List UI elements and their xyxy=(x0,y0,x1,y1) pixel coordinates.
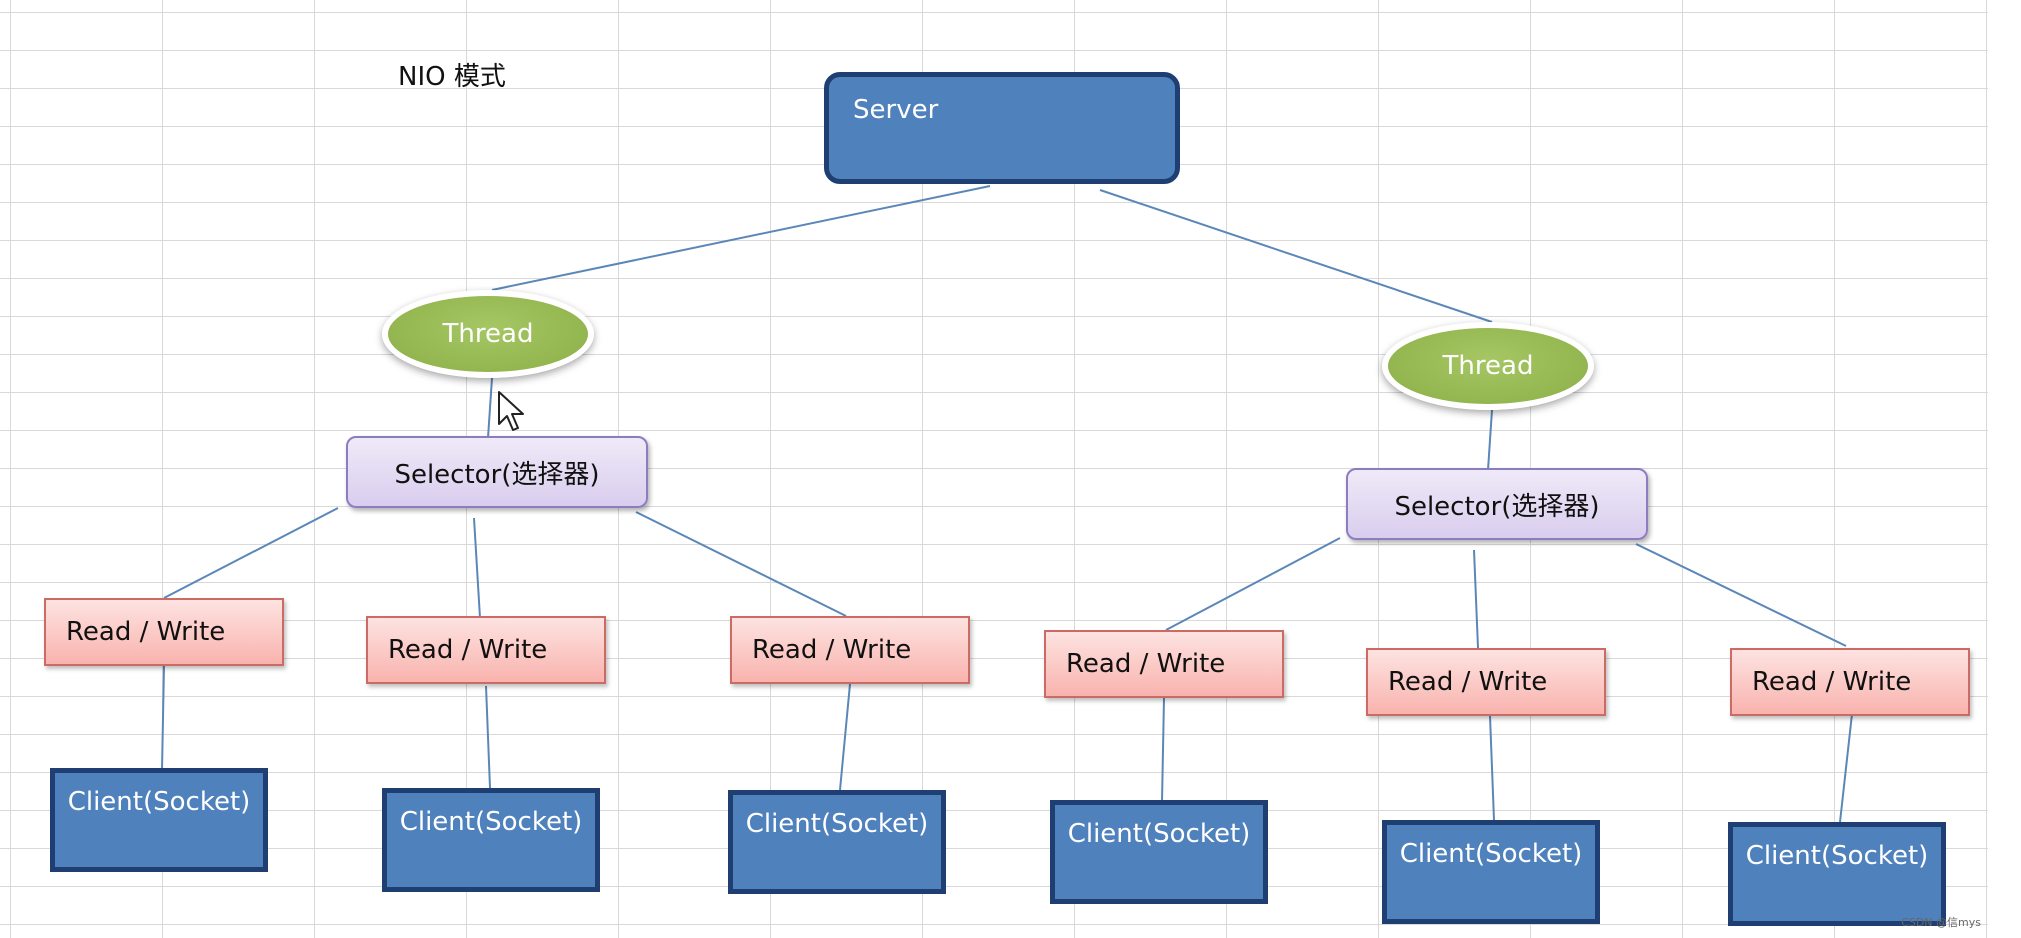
client-node-2-2: Client(Socket) xyxy=(1382,820,1600,924)
link-rw-client-1-3 xyxy=(839,683,851,791)
server-label: Server xyxy=(853,95,939,125)
diagram-title: NIO 模式 xyxy=(398,62,506,92)
read-write-node-2-2: Read / Write xyxy=(1366,648,1606,716)
link-thread-selector-2 xyxy=(1487,409,1493,471)
client-node-1-1: Client(Socket) xyxy=(50,768,268,872)
read-write-node-1-1: Read / Write xyxy=(44,598,284,666)
link-rw-client-2-2 xyxy=(1489,715,1495,821)
link-rw-client-1-1 xyxy=(161,665,165,771)
link-selector-rw-1-3 xyxy=(635,511,847,617)
link-thread-selector-1 xyxy=(487,377,493,439)
link-selector-rw-1-2 xyxy=(473,517,481,619)
link-selector-rw-2-2 xyxy=(1473,549,1479,649)
mouse-cursor-icon xyxy=(498,391,524,431)
client-node-2-1: Client(Socket) xyxy=(1050,800,1268,904)
thread-node-2: Thread xyxy=(1382,322,1594,410)
link-rw-client-2-3 xyxy=(1839,713,1853,823)
thread-node-1: Thread xyxy=(382,290,594,378)
read-write-node-2-3: Read / Write xyxy=(1730,648,1970,716)
link-selector-rw-2-1 xyxy=(1165,537,1341,631)
link-selector-rw-1-1 xyxy=(163,507,339,599)
client-node-1-3: Client(Socket) xyxy=(728,790,946,894)
server-node: Server xyxy=(824,72,1180,184)
link-selector-rw-2-3 xyxy=(1635,543,1847,647)
link-server-thread-1 xyxy=(491,185,991,291)
watermark: CSDN @信mys xyxy=(1901,916,1981,929)
read-write-node-2-1: Read / Write xyxy=(1044,630,1284,698)
link-server-thread-2 xyxy=(1099,189,1493,323)
right-margin xyxy=(1988,0,2021,938)
client-node-1-2: Client(Socket) xyxy=(382,788,600,892)
read-write-node-1-2: Read / Write xyxy=(366,616,606,684)
selector-node-1: Selector(选择器) xyxy=(346,436,648,508)
read-write-node-1-3: Read / Write xyxy=(730,616,970,684)
link-rw-client-2-1 xyxy=(1161,697,1165,803)
link-rw-client-1-2 xyxy=(485,685,491,789)
selector-node-2: Selector(选择器) xyxy=(1346,468,1648,540)
client-node-2-3: Client(Socket) xyxy=(1728,822,1946,926)
